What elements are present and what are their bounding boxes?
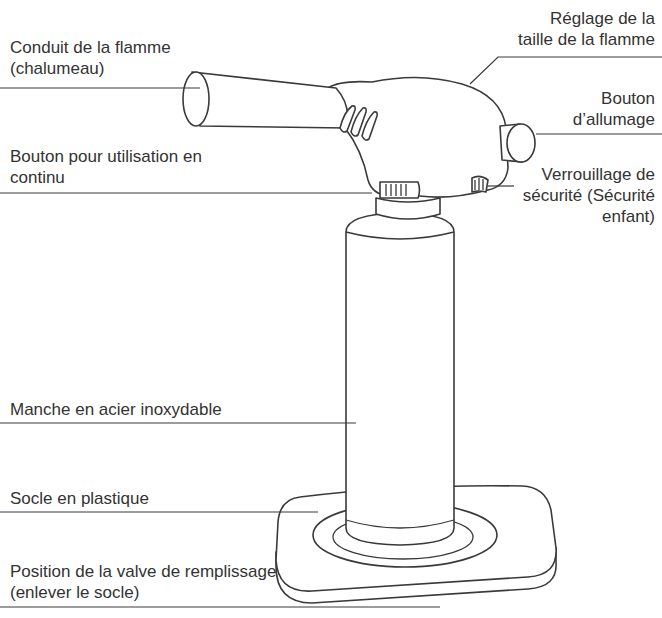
torch-head <box>328 77 508 197</box>
part-label: Conduit de la flamme (chalumeau) <box>10 37 195 79</box>
lock-wheel <box>472 176 488 192</box>
part-label: Bouton d’allumage <box>551 88 655 130</box>
leader-line <box>0 606 440 607</box>
leader-line <box>536 133 662 134</box>
part-label: Réglage de la taille de la flamme <box>511 8 655 50</box>
leader-line <box>0 87 200 88</box>
handle-bottom-edge <box>346 520 454 528</box>
lock-ridges <box>475 178 483 190</box>
steel-handle <box>346 213 454 545</box>
part-label: Position de la valve de remplissage (enl… <box>10 561 278 603</box>
ignition-button <box>500 124 535 162</box>
slot <box>362 112 377 140</box>
part-label: Socle en plastique <box>10 488 270 509</box>
safety-lock <box>472 176 488 192</box>
part-label: Bouton pour utilisation en continu <box>10 146 225 188</box>
button-face <box>507 124 535 162</box>
nozzle-opening <box>183 72 209 126</box>
air-slots <box>340 106 377 140</box>
handle-top-edge <box>346 232 454 239</box>
part-label: Verrouillage de sécurité (Sécurité enfan… <box>521 164 655 227</box>
flame-nozzle <box>183 72 348 128</box>
leader-line <box>0 192 372 193</box>
part-label: Manche en acier inoxydable <box>10 399 310 420</box>
leader-lines <box>0 57 662 607</box>
leader-line <box>488 185 514 186</box>
slider <box>380 182 420 198</box>
continuous-button <box>380 182 420 198</box>
slider-ridges <box>386 184 406 196</box>
nozzle-tube <box>192 72 348 128</box>
handle-cylinder <box>346 213 454 545</box>
leader-line <box>0 511 318 512</box>
neck-collar <box>376 198 440 219</box>
leader-line <box>0 422 356 423</box>
leader-line <box>470 57 662 84</box>
